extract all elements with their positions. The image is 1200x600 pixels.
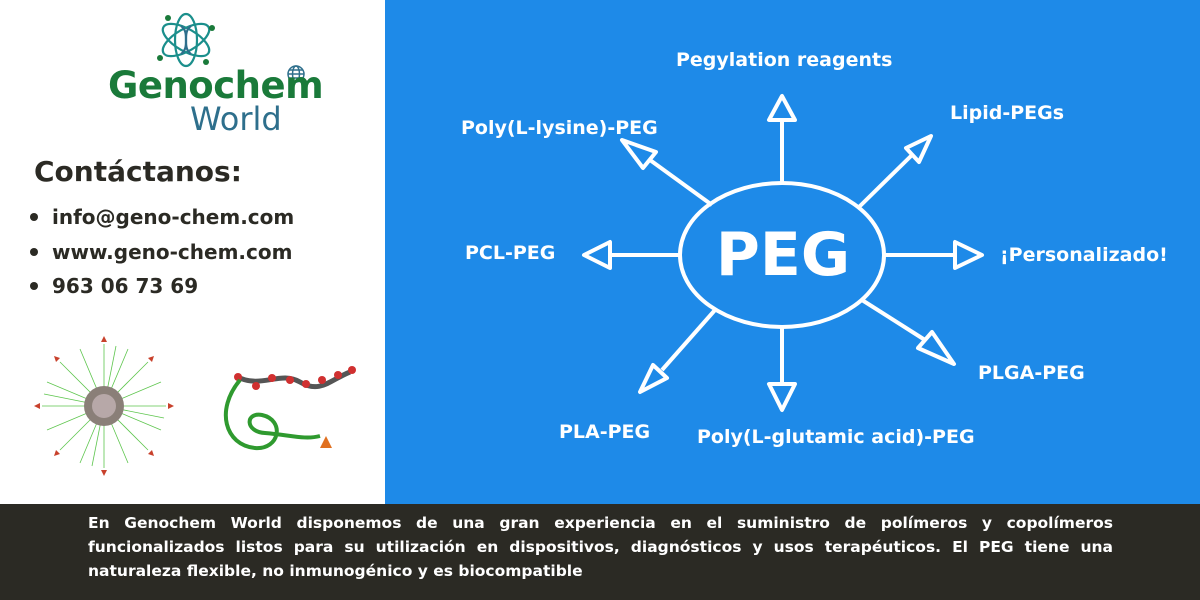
arrow-line-up-right <box>856 153 914 210</box>
peg-center-label: PEG <box>715 220 851 290</box>
arrowhead-down-left <box>638 363 669 394</box>
contact-phone[interactable]: 963 06 73 69 <box>30 269 294 304</box>
contact-list: info@geno-chem.com www.geno-chem.com 963… <box>30 200 294 304</box>
node-pegylation-reagents: Pegylation reagents <box>676 49 893 71</box>
node-pcl-peg: PCL-PEG <box>465 242 556 264</box>
footer-description: En Genochem World disponemos de una gran… <box>88 514 1113 580</box>
arrow-line-down-left <box>660 308 717 372</box>
bullet-icon <box>30 282 38 291</box>
diagram-panel <box>385 0 1200 504</box>
arrowhead-right <box>953 240 984 270</box>
arrow-line-up-left <box>648 158 714 207</box>
node-lipid-pegs: Lipid-PEGs <box>950 102 1065 124</box>
node-pla-peg: PLA-PEG <box>559 421 651 443</box>
left-panel <box>0 0 385 504</box>
bullet-icon <box>30 213 38 222</box>
brand-name-line2: World <box>190 100 282 138</box>
node-poly-lysine-peg: Poly(L-lysine)-PEG <box>461 117 658 139</box>
node-personalizado: ¡Personalizado! <box>1000 244 1168 266</box>
footer-bar <box>0 504 1200 600</box>
arrowhead-up-left <box>620 138 658 170</box>
arrowhead-left <box>582 240 612 270</box>
arrowhead-up-right <box>904 134 933 164</box>
node-plga-peg: PLGA-PEG <box>978 362 1085 384</box>
brand-name-line1: Genochem <box>108 64 324 107</box>
contact-title: Contáctanos: <box>34 155 242 188</box>
arrowhead-down <box>767 382 797 412</box>
arrowhead-up <box>767 94 797 122</box>
bullet-icon <box>30 247 38 256</box>
contact-website[interactable]: www.geno-chem.com <box>30 235 294 270</box>
contact-email[interactable]: info@geno-chem.com <box>30 200 294 235</box>
arrowhead-down-right <box>916 330 956 366</box>
arrow-line-down-right <box>860 298 927 342</box>
node-poly-glutamic-acid-peg: Poly(L-glutamic acid)-PEG <box>697 426 975 448</box>
